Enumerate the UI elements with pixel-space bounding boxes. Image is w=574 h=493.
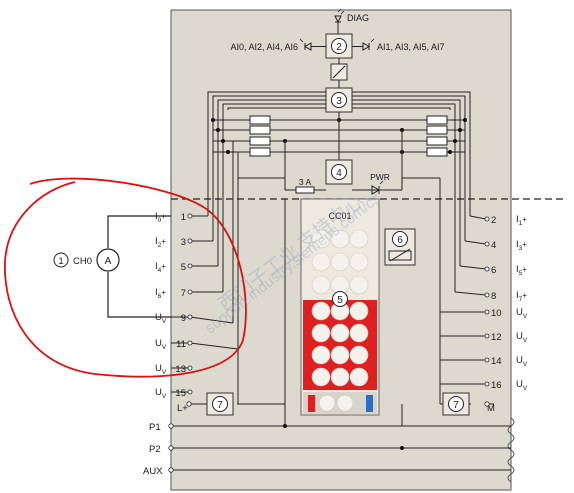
- terminal-right-6: 6 I5+: [484, 264, 527, 277]
- p2-label: P2: [149, 444, 161, 455]
- potential-circles: [311, 301, 369, 387]
- terminal-signal: I0+: [155, 211, 166, 224]
- terminal-right-12: 12 UV: [484, 331, 528, 344]
- terminal-number: 6: [491, 265, 496, 276]
- bus-junctions: [283, 424, 404, 450]
- terminal-number: 16: [491, 380, 502, 391]
- terminal-right-2: 2 I1+: [484, 214, 527, 227]
- terminal-number: 10: [491, 308, 502, 319]
- terminal-left-13: 13 UV: [155, 363, 193, 376]
- terminal-signal: I4+: [155, 261, 166, 274]
- cc-label: CC01: [328, 211, 351, 221]
- terminal-number: 8: [491, 291, 496, 302]
- ai-right-label: AI1, AI3, AI5, AI7: [377, 42, 445, 52]
- red-circle-annotation: [4, 177, 247, 378]
- marker-diag: 2: [336, 42, 342, 53]
- diag-led-icon: [334, 8, 345, 34]
- terminal-signal: UV: [516, 379, 528, 392]
- terminal-signal: UV: [516, 331, 528, 344]
- terminal-number: 4: [491, 240, 496, 251]
- terminal-signal: I1+: [516, 214, 527, 227]
- marker-potential: 5: [337, 295, 343, 306]
- terminal-number: 15: [175, 388, 186, 399]
- terminal-signal: UV: [516, 307, 528, 320]
- terminal-number: 12: [491, 332, 502, 343]
- marker-backplane: 3: [336, 96, 342, 107]
- bus-p1-p2-aux: [171, 425, 511, 471]
- ai-left-label: AI0, AI2, AI4, AI6: [230, 42, 298, 52]
- terminal-signal: UV: [155, 387, 167, 400]
- terminal-number: 3: [181, 237, 186, 248]
- bridge-red-marker: [308, 395, 315, 412]
- left-terminals-wiring: [171, 215, 239, 393]
- terminal-left-11: 11 UV: [155, 338, 193, 351]
- fuse-icon: [295, 186, 315, 194]
- terminal-left-3: 3 I2+: [155, 236, 193, 249]
- marker-power-left: 7: [217, 400, 223, 411]
- terminal-number: 7: [181, 288, 186, 299]
- external-circuit: [107, 215, 171, 318]
- ai-led-left-icon: [299, 38, 326, 51]
- terminal-signal: I2+: [155, 236, 166, 249]
- bus-right: [352, 91, 471, 292]
- terminal-number: 11: [176, 339, 186, 350]
- terminal-signal: I3+: [516, 239, 527, 252]
- terminal-signal: I7+: [516, 290, 527, 303]
- terminal-right-8: 8 I7+: [484, 290, 527, 303]
- m-label: M: [487, 403, 495, 414]
- ammeter-label: A: [105, 256, 112, 267]
- terminal-right-10: 10 UV: [484, 307, 528, 320]
- diag-label: DIAG: [347, 13, 369, 23]
- terminal-number: 14: [491, 356, 502, 367]
- terminal-signal: UV: [155, 363, 167, 376]
- terminal-signal: UV: [155, 312, 167, 325]
- terminal-number: 13: [175, 364, 186, 375]
- p1-label: P1: [149, 422, 161, 433]
- fuse-label: 3 A: [299, 177, 312, 187]
- terminal-number: 9: [181, 313, 186, 324]
- ai-led-right-icon: [352, 38, 375, 51]
- pwr-led-icon: [371, 180, 384, 195]
- terminal-signal: I6+: [155, 287, 166, 300]
- terminal-number: 5: [181, 262, 186, 273]
- ch0-label: CH0: [73, 256, 92, 267]
- terminal-number: 2: [491, 215, 496, 226]
- housing-break: [507, 417, 515, 483]
- terminal-right-16: 16 UV: [484, 379, 528, 392]
- pwr-label: PWR: [370, 172, 390, 182]
- terminal-right-14: 14 UV: [484, 355, 528, 368]
- marker-channel: 1: [58, 256, 63, 267]
- bus-left: [207, 91, 326, 292]
- terminal-left-5: 5 I4+: [155, 261, 193, 274]
- resistors-right: [426, 115, 448, 157]
- thermistor-icon: [388, 248, 412, 262]
- right-terminals-wiring: [402, 177, 487, 404]
- terminal-left-7: 7 I6+: [155, 287, 193, 300]
- terminal-circles: [311, 229, 369, 295]
- terminal-signal: UV: [516, 355, 528, 368]
- marker-supply: 4: [336, 168, 342, 179]
- aux-label: AUX: [143, 466, 163, 477]
- terminal-signal: UV: [155, 338, 167, 351]
- resistors-left: [249, 115, 271, 157]
- lplus-label: L+: [177, 403, 188, 414]
- ammeter-icon: [96, 248, 120, 272]
- bridge-blue-marker: [366, 395, 373, 412]
- terminal-number: 1: [181, 212, 186, 223]
- marker-temp: 6: [397, 235, 403, 246]
- terminal-right-4: 4 I3+: [484, 239, 527, 252]
- terminal-left-15: 15 UV: [155, 387, 193, 400]
- marker-power-right: 7: [453, 400, 459, 411]
- terminal-signal: I5+: [516, 264, 527, 277]
